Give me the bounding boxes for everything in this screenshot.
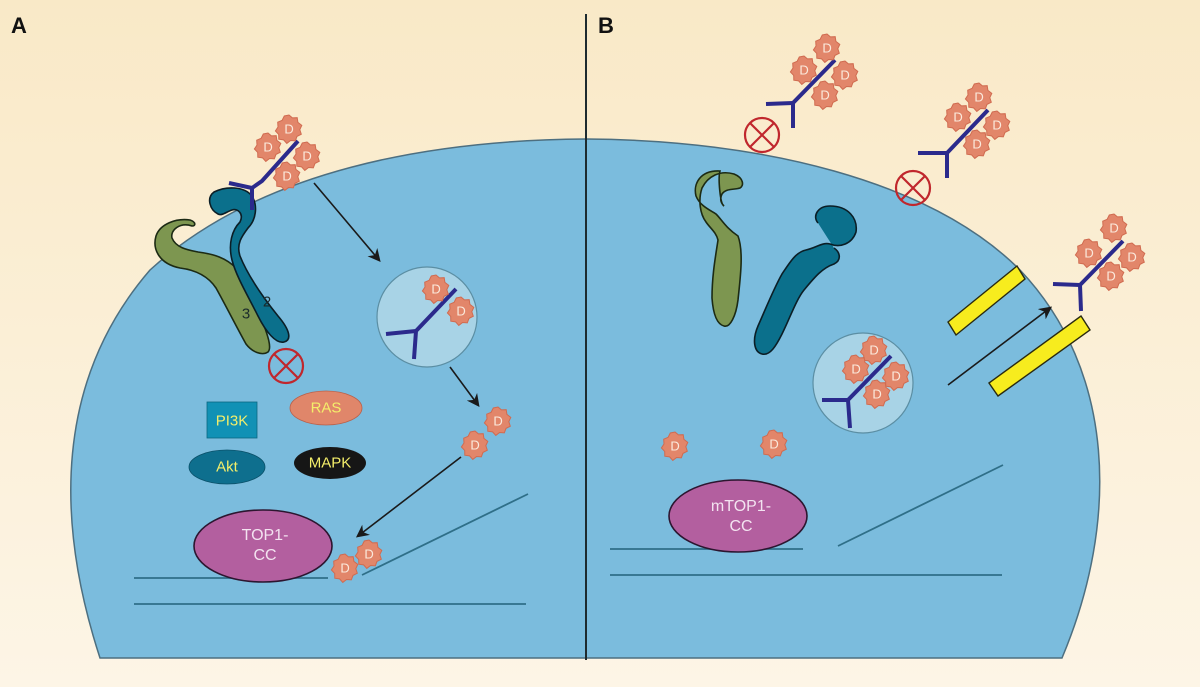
svg-text:mTOP1-: mTOP1-	[711, 498, 771, 515]
payload-icon: D	[330, 553, 359, 583]
svg-text:D: D	[891, 369, 900, 384]
svg-text:D: D	[974, 90, 983, 105]
adc-antibody-b-efflux: D D D D	[1052, 213, 1146, 312]
her3-receptor	[154, 218, 271, 355]
mtop1-cc-complex: mTOP1- CC	[668, 479, 808, 553]
dna-strand-nicked	[837, 464, 1004, 547]
svg-text:RAS: RAS	[311, 400, 342, 417]
payload-icon: D	[660, 431, 689, 461]
svg-text:D: D	[851, 362, 860, 377]
payload-icon: D	[810, 80, 839, 110]
payload-icon: D	[1096, 261, 1125, 291]
panel-b: D D D D D D D D D D D D	[610, 33, 1146, 576]
svg-text:MAPK: MAPK	[309, 455, 352, 472]
payload-icon: D	[862, 379, 891, 409]
payload-icon: D	[943, 102, 972, 132]
payload-icon: D	[354, 539, 383, 569]
nuclear-arrow	[355, 456, 462, 538]
payload-icon: D	[421, 274, 450, 304]
her2-receptor-b	[753, 205, 857, 356]
svg-text:D: D	[670, 439, 679, 454]
payload-icon: D	[982, 110, 1011, 140]
payload-icon: D	[859, 335, 888, 365]
svg-text:D: D	[872, 387, 881, 402]
mapk-node: MAPK	[294, 447, 366, 479]
payload-icon: D	[789, 55, 818, 85]
payload-icon: D	[272, 161, 301, 191]
svg-text:D: D	[1084, 246, 1093, 261]
svg-text:PI3K: PI3K	[216, 413, 249, 430]
svg-text:D: D	[799, 63, 808, 78]
svg-text:D: D	[769, 437, 778, 452]
svg-text:D: D	[822, 41, 831, 56]
svg-text:D: D	[992, 118, 1001, 133]
svg-text:Akt: Akt	[216, 459, 239, 476]
svg-text:D: D	[820, 88, 829, 103]
payload-icon: D	[841, 354, 870, 384]
svg-text:D: D	[263, 140, 272, 155]
svg-text:D: D	[869, 343, 878, 358]
dna-strand-nicked	[361, 493, 529, 576]
efflux-pump	[947, 264, 1091, 397]
payload-icon: D	[881, 361, 910, 391]
svg-text:D: D	[340, 561, 349, 576]
payload-icon: D	[759, 429, 788, 459]
svg-text:TOP1-: TOP1-	[242, 527, 289, 544]
svg-text:D: D	[1109, 221, 1118, 236]
her3-label: 3	[242, 306, 250, 323]
svg-text:D: D	[470, 438, 479, 453]
adc-antibody-b-free-2: D D D D	[918, 82, 1011, 178]
payload-icon: D	[962, 129, 991, 159]
svg-text:D: D	[953, 110, 962, 125]
svg-text:D: D	[972, 137, 981, 152]
panel-label-b: B	[598, 13, 614, 38]
svg-text:D: D	[1127, 250, 1136, 265]
panel-label-a: A	[11, 13, 27, 38]
payload-icon: D	[1117, 242, 1146, 272]
her3-receptor-b	[694, 170, 744, 327]
svg-text:CC: CC	[729, 518, 752, 535]
adc-antibody-b-free-1: D D D D	[765, 33, 859, 128]
payload-icon: D	[964, 82, 993, 112]
svg-text:D: D	[1106, 269, 1115, 284]
payload-icon: D	[274, 114, 303, 144]
payload-icon: D	[460, 430, 489, 460]
payload-icon: D	[812, 33, 841, 63]
svg-text:D: D	[282, 169, 291, 184]
payload-icon: D	[1099, 213, 1128, 243]
payload-icon: D	[483, 406, 512, 436]
svg-text:D: D	[431, 282, 440, 297]
endosome-a: D D	[376, 266, 478, 368]
panel-a: 3 2 D D D D D D D D PI3K	[134, 114, 529, 605]
pi3k-node: PI3K	[206, 401, 258, 439]
svg-text:D: D	[284, 122, 293, 137]
payload-icon: D	[1074, 238, 1103, 268]
top1-cc-complex: TOP1- CC	[193, 509, 333, 583]
akt-node: Akt	[188, 449, 266, 485]
endosome-b: D D D D	[812, 332, 914, 434]
svg-text:D: D	[364, 547, 373, 562]
payload-icon: D	[830, 60, 859, 90]
ras-node: RAS	[289, 390, 363, 426]
internalization-arrow	[313, 182, 381, 262]
svg-text:D: D	[456, 304, 465, 319]
efflux-arrow	[947, 306, 1053, 386]
her2-label: 2	[263, 294, 271, 311]
svg-text:D: D	[840, 68, 849, 83]
payload-icon: D	[292, 141, 321, 171]
svg-text:D: D	[493, 414, 502, 429]
adc-antibody-a-surface: D D D D	[228, 114, 321, 210]
payload-icon: D	[446, 296, 475, 326]
payload-icon: D	[253, 132, 282, 162]
svg-text:CC: CC	[253, 547, 276, 564]
svg-text:D: D	[302, 149, 311, 164]
release-arrow	[449, 366, 480, 408]
